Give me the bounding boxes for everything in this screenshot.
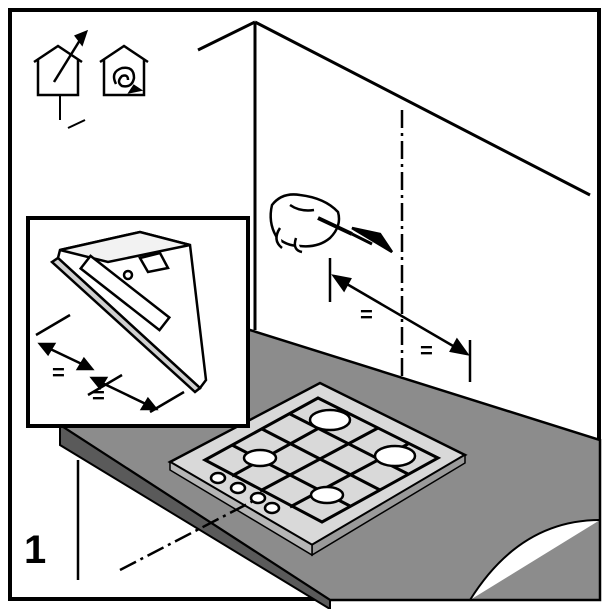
hood-dim-mark-left: = bbox=[52, 360, 65, 385]
wall-dim-mark-left: = bbox=[360, 302, 373, 327]
wall-dimension bbox=[328, 258, 472, 382]
hood-dimension bbox=[35, 313, 185, 414]
step-number: 1 bbox=[24, 528, 47, 572]
house-recirculation-icon bbox=[99, 44, 149, 97]
burner-rear bbox=[308, 408, 352, 432]
hand-pencil-icon bbox=[269, 193, 394, 254]
hood-dim-mark-right: = bbox=[92, 383, 105, 408]
burner-front bbox=[309, 485, 345, 505]
burner-right bbox=[373, 444, 417, 468]
hob-knob-4 bbox=[263, 501, 281, 515]
hob-centerline bbox=[119, 498, 256, 572]
hood-detail-inset: = = bbox=[26, 216, 250, 428]
wall-dim-mark-right: = bbox=[420, 338, 433, 363]
house-ducted-exhaust-icon bbox=[33, 29, 89, 97]
cooker-hood bbox=[49, 230, 208, 394]
hob-knob-1 bbox=[209, 471, 227, 485]
hob-knob-2 bbox=[229, 481, 247, 495]
hob-knob-3 bbox=[249, 491, 267, 505]
wall-outline bbox=[59, 20, 591, 330]
burner-left bbox=[242, 448, 278, 468]
